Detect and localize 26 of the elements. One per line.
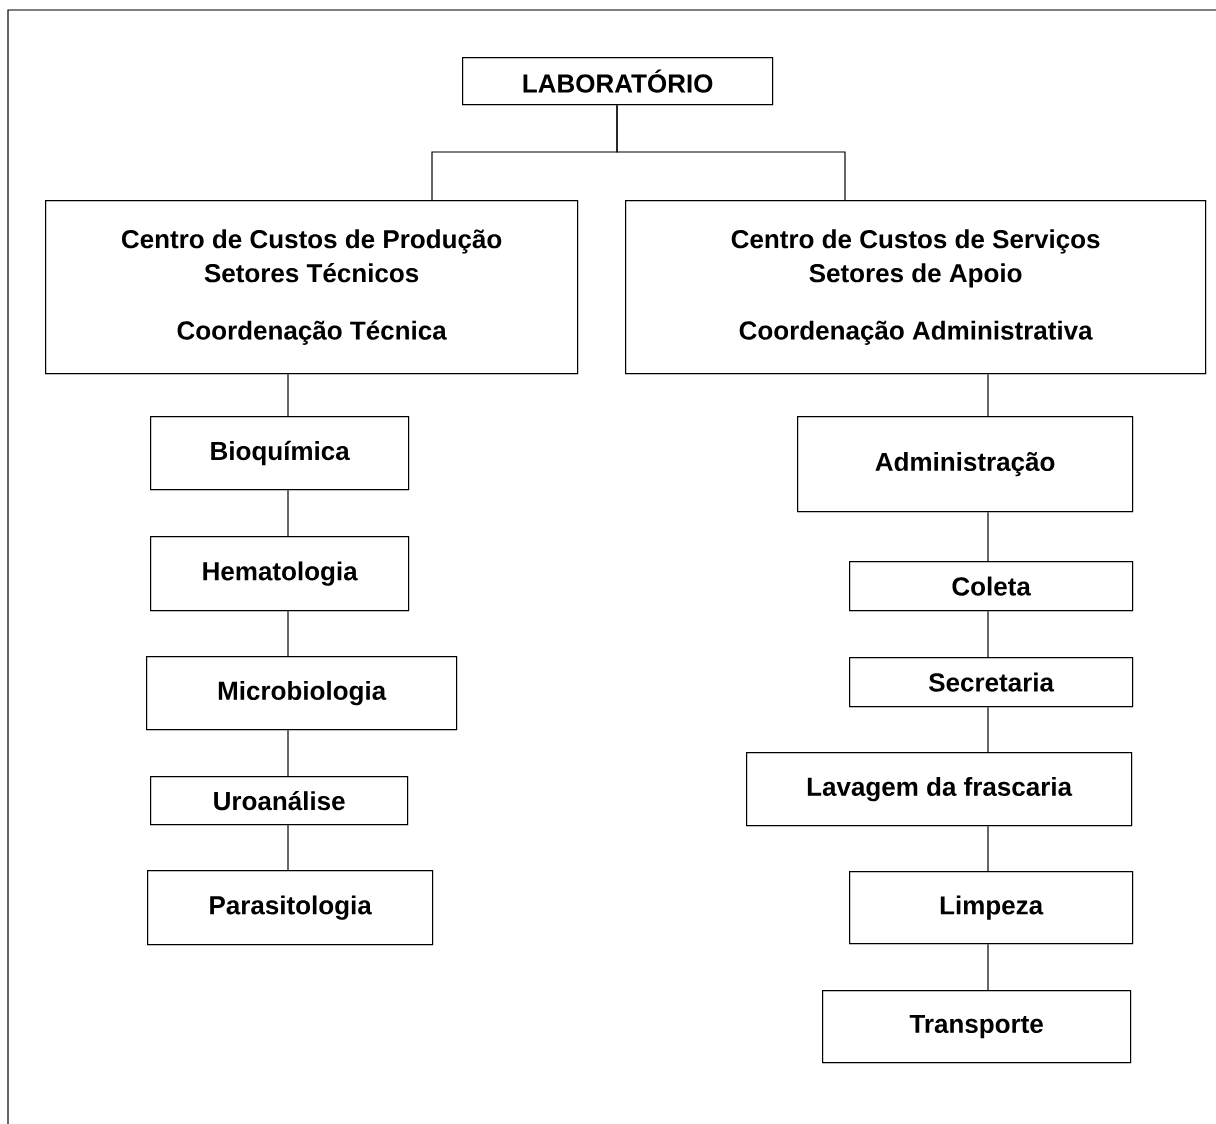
org-box: Coleta [849,561,1134,612]
org-box: Transporte [822,990,1132,1064]
org-box: Centro de Custos de Serviços Setores de Apoio Coordenação Administrativa [625,200,1207,375]
connector-line [987,825,989,872]
org-box: Lavagem da frascaria [746,752,1133,827]
org-box: LABORATÓRIO [462,57,774,106]
connector-line [287,824,289,871]
connector-line [987,373,989,417]
connector-line [616,104,846,201]
org-box: Secretaria [849,657,1134,708]
connector-line [287,610,289,657]
connector-line [987,706,989,753]
connector-line [287,729,289,777]
connector-line [287,373,289,417]
org-box: Bioquímica [150,416,410,491]
connector-line [987,511,989,562]
org-box: Centro de Custos de Produção Setores Técnicos Coordenação Técnica [45,200,579,375]
org-box: Microbiologia [146,656,458,731]
org-box: Hematologia [150,536,410,612]
connector-line [987,943,989,991]
connector-line [987,610,989,658]
org-box: Administração [797,416,1134,513]
org-box: Parasitologia [147,870,434,946]
connector-line [287,489,289,537]
org-box: Limpeza [849,871,1134,945]
org-box: Uroanálise [150,776,409,826]
